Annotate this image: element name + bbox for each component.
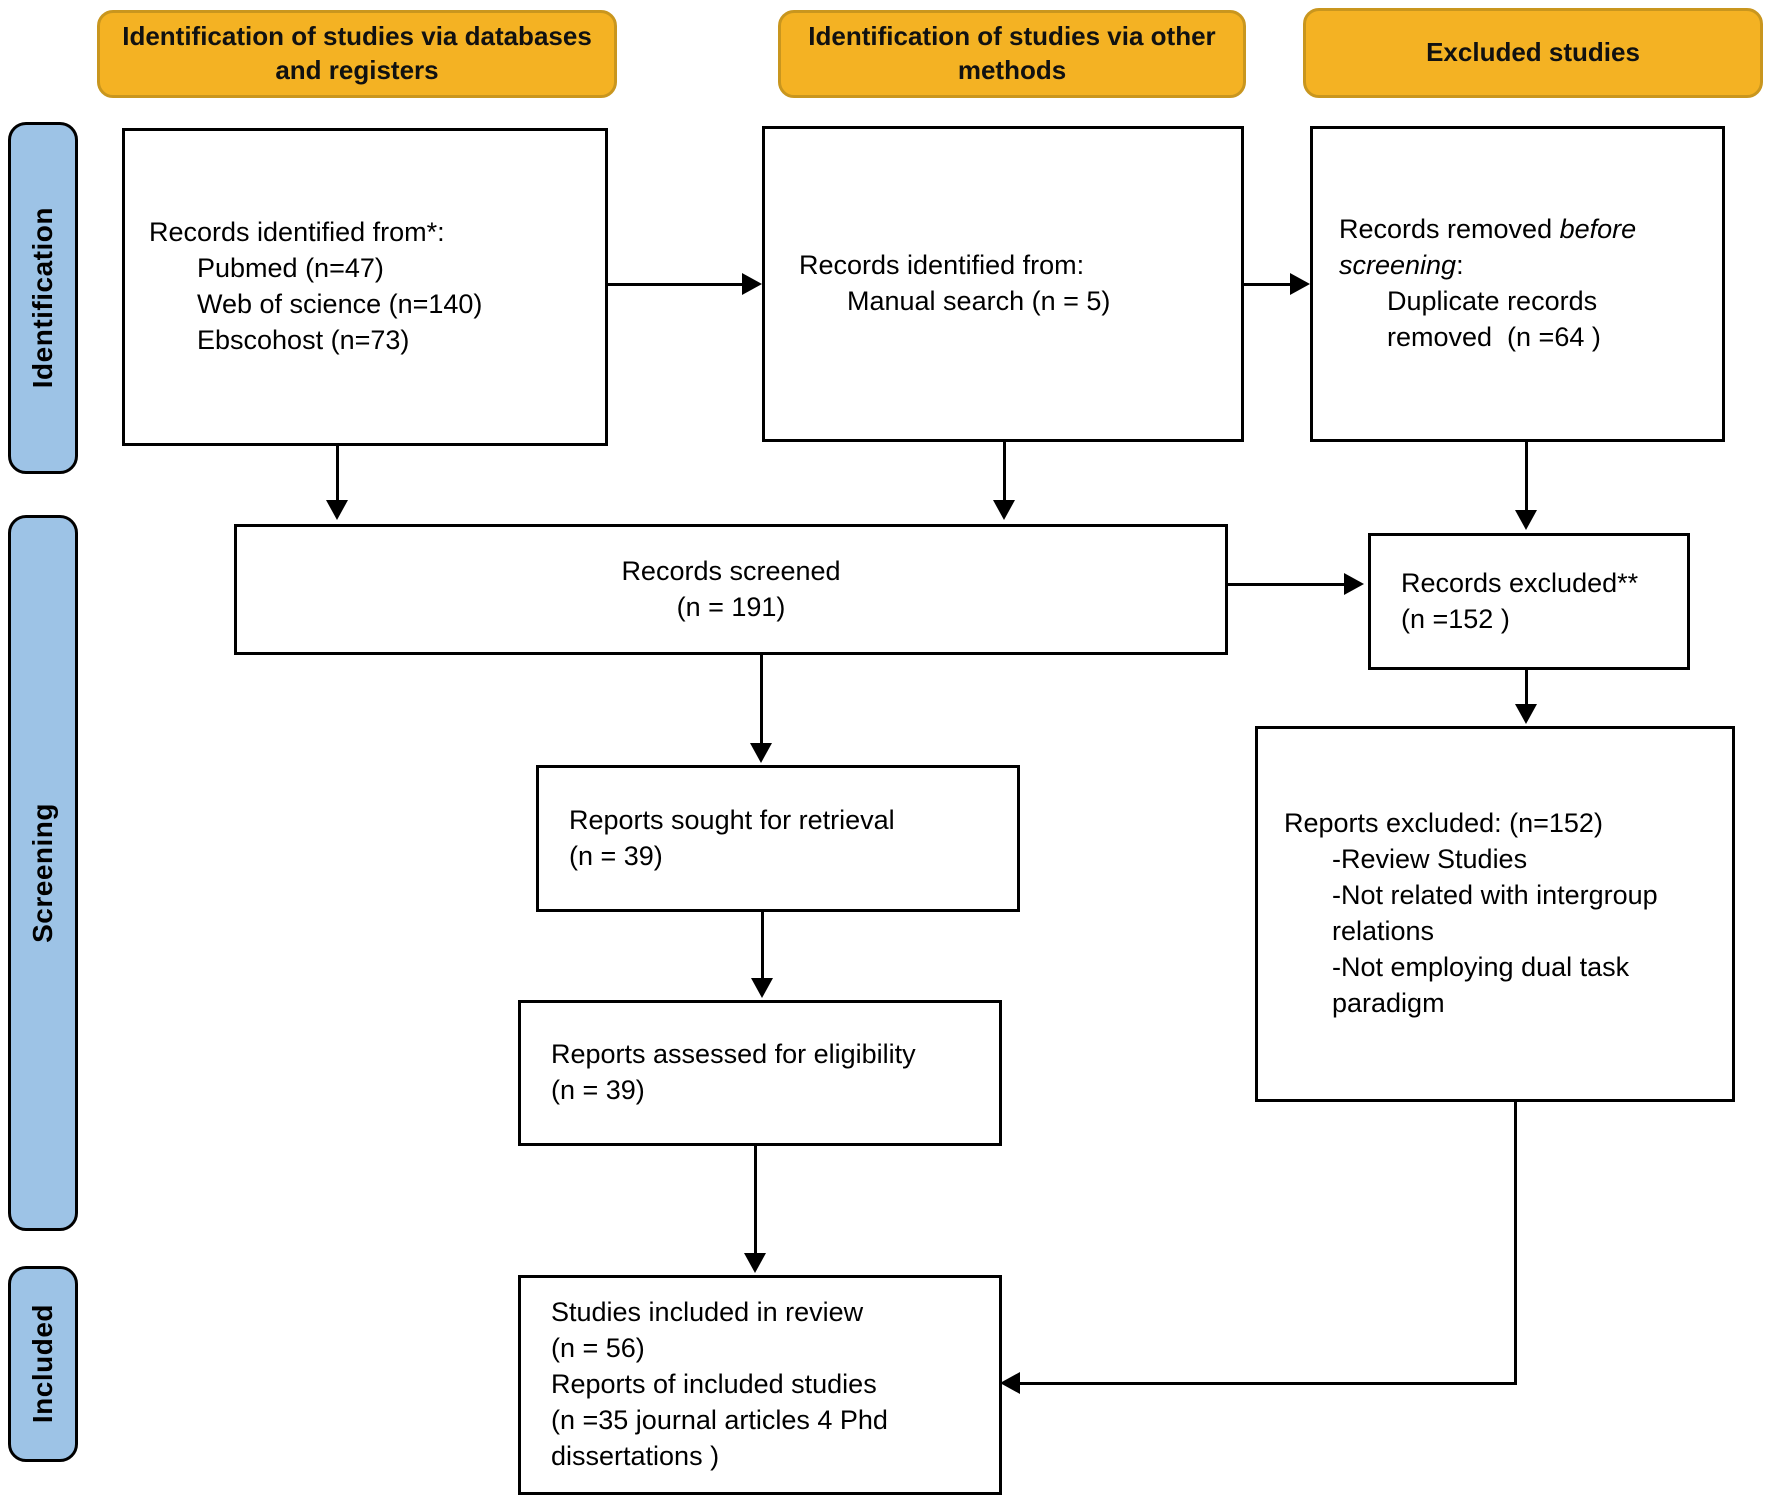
box-line: (n = 56) — [551, 1333, 645, 1364]
box-line-italic: before screening — [1339, 214, 1644, 281]
arrowhead-icon — [751, 978, 773, 998]
box-line: (n =152 ) — [1401, 603, 1510, 634]
box-line: Records excluded** — [1401, 567, 1639, 598]
box-line: Reports of included studies — [551, 1369, 877, 1400]
header-other-methods: Identification of studies via other meth… — [778, 10, 1246, 98]
arrowhead-icon — [1515, 510, 1537, 530]
records-excluded-box: Records excluded** (n =152 ) — [1368, 533, 1690, 670]
reports-excluded-box: Reports excluded: (n=152) -Review Studie… — [1255, 726, 1735, 1102]
arrow-screened-to-sought — [760, 655, 763, 745]
phase-label-screening: Screening — [8, 515, 78, 1231]
box-line: (n = 39) — [551, 1075, 645, 1105]
header-databases-registers: Identification of studies via databases … — [97, 10, 617, 98]
header-excluded-studies: Excluded studies — [1303, 8, 1763, 98]
arrowhead-icon — [744, 1253, 766, 1273]
arrow-db-to-screened — [336, 446, 339, 502]
box-line: Reports assessed for eligibility — [551, 1039, 916, 1070]
box-line: -Not related with intergroup — [1332, 880, 1658, 911]
box-line: -Review Studies — [1332, 844, 1528, 875]
reports-sought-box: Reports sought for retrieval (n = 39) — [536, 765, 1020, 912]
arrowhead-icon — [1515, 704, 1537, 724]
box-line: relations — [1332, 916, 1435, 946]
box-line: Web of science (n=140) — [197, 289, 483, 319]
arrowhead-icon — [750, 743, 772, 763]
arrow-reports-excluded-elbow-vertical — [1514, 1102, 1517, 1385]
box-line: (n = 39) — [569, 840, 663, 871]
box-line: Reports excluded: (n=152) — [1284, 808, 1603, 839]
records-identified-databases-box: Records identified from*: Pubmed (n=47) … — [122, 128, 608, 446]
arrow-other-to-screened — [1003, 442, 1006, 502]
box-line: -Not employing dual task — [1332, 951, 1630, 982]
phase-label-text: Identification — [27, 207, 58, 389]
arrow-reports-excluded-elbow-horizontal — [1020, 1382, 1517, 1385]
reports-assessed-box: Reports assessed for eligibility (n = 39… — [518, 1000, 1002, 1146]
arrow-excluded-to-reports-excluded — [1525, 670, 1528, 706]
box-line: Reports sought for retrieval — [569, 804, 895, 835]
records-identified-other-box: Records identified from: Manual search (… — [762, 126, 1244, 442]
header-label: Excluded studies — [1426, 37, 1640, 68]
arrowhead-icon — [1000, 1372, 1020, 1394]
box-line-text: Records removed — [1339, 214, 1560, 245]
arrow-sought-to-assessed — [761, 912, 764, 980]
studies-included-box: Studies included in review (n = 56) Repo… — [518, 1275, 1002, 1495]
phase-label-included: Included — [8, 1266, 78, 1462]
box-line: dissertations ) — [551, 1440, 720, 1471]
arrowhead-icon — [326, 500, 348, 520]
box-line: Records removed before screening: — [1339, 212, 1702, 284]
box-line: Records screened — [621, 555, 841, 586]
box-line: Duplicate records — [1387, 286, 1598, 316]
arrow-screened-to-excluded — [1228, 583, 1346, 586]
box-line: Records identified from: — [799, 250, 1085, 281]
arrowhead-icon — [1344, 573, 1364, 595]
arrowhead-icon — [742, 273, 762, 295]
arrow-other-to-removed — [1244, 283, 1292, 286]
box-line: (n =35 journal articles 4 Phd — [551, 1404, 888, 1435]
box-line: paradigm — [1332, 987, 1445, 1018]
box-line: Records identified from*: — [149, 217, 445, 248]
records-screened-box: Records screened (n = 191) — [234, 524, 1228, 655]
arrow-db-to-other — [608, 283, 744, 286]
records-removed-before-screening-box: Records removed before screening: Duplic… — [1310, 126, 1725, 442]
arrow-removed-to-excluded — [1525, 442, 1528, 512]
phase-label-identification: Identification — [8, 122, 78, 474]
header-label: Identification of studies via databases … — [122, 21, 592, 85]
box-line-text: : — [1456, 250, 1464, 281]
phase-label-text: Included — [27, 1304, 58, 1424]
box-line: Ebscohost (n=73) — [197, 324, 410, 355]
header-label: Identification of studies via other meth… — [808, 21, 1216, 85]
box-line: Studies included in review — [551, 1297, 864, 1328]
phase-label-text: Screening — [27, 803, 58, 943]
arrowhead-icon — [1290, 273, 1310, 295]
box-line: Pubmed (n=47) — [197, 253, 384, 284]
box-line: removed (n =64 ) — [1387, 321, 1601, 352]
box-line: (n = 191) — [676, 591, 786, 622]
box-line: Manual search (n = 5) — [847, 286, 1111, 316]
arrowhead-icon — [993, 500, 1015, 520]
arrow-assessed-to-included — [754, 1146, 757, 1254]
